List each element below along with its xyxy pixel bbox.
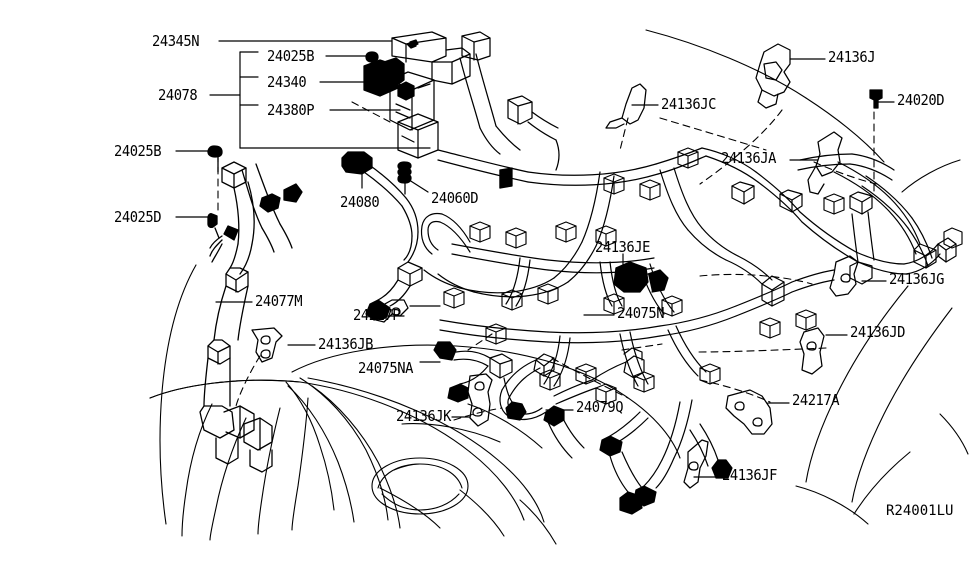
callout-label-24020D[interactable]: 24020D [897, 91, 945, 109]
fusebox-assembly [363, 31, 471, 159]
callout-label-24025D[interactable]: 24025D [114, 208, 162, 226]
vehicle-body-outline [149, 264, 681, 545]
callout-label-24075NA[interactable]: 24075NA [358, 359, 413, 377]
diagram-reference-code: R24001LU [886, 503, 954, 519]
main-harness-upper [437, 31, 707, 189]
callout-label-24080[interactable]: 24080 [340, 193, 380, 211]
callout-label-24077M[interactable]: 24077M [255, 292, 303, 310]
callout-label-24136JB[interactable]: 24136JB [318, 335, 373, 353]
callout-label-24079Q[interactable]: 24079Q [576, 398, 624, 416]
callout-label-24136JC[interactable]: 24136JC [661, 95, 716, 113]
harness-right-arcs [731, 153, 937, 285]
leader-lines [175, 40, 895, 478]
brackets [251, 43, 883, 489]
vehicle-body-right [645, 29, 969, 525]
callout-label-24136J[interactable]: 24136J [828, 48, 876, 66]
sub-harness-24079Q [499, 347, 645, 459]
callout-label-24136JE[interactable]: 24136JE [595, 238, 650, 256]
callout-label-24345N[interactable]: 24345N [152, 32, 200, 50]
sub-harness-24075NA [433, 341, 527, 421]
callout-label-24136JG[interactable]: 24136JG [889, 270, 944, 288]
callout-label-24025B-top[interactable]: 24025B [267, 47, 315, 65]
harness-connectors [443, 147, 963, 393]
callout-label-24136JD[interactable]: 24136JD [850, 323, 905, 341]
callout-label-24136JA[interactable]: 24136JA [721, 149, 776, 167]
callout-label-24217P[interactable]: 24217P [353, 306, 401, 324]
harness-lower-right [599, 269, 835, 515]
callout-label-24380P[interactable]: 24380P [267, 101, 315, 119]
callout-label-24075N[interactable]: 24075N [617, 304, 665, 322]
dashed-association-lines [217, 101, 877, 421]
callout-label-24136JK[interactable]: 24136JK [396, 407, 451, 425]
callout-label-24217A[interactable]: 24217A [792, 391, 840, 409]
battery-cables [199, 145, 303, 473]
callout-label-24060D[interactable]: 24060D [431, 189, 479, 207]
ground-cable-24080 [341, 151, 423, 321]
callout-label-24340[interactable]: 24340 [267, 73, 307, 91]
callout-label-24136JF[interactable]: 24136JF [722, 466, 777, 484]
callout-label-24025B-left[interactable]: 24025B [114, 142, 162, 160]
callout-label-24078[interactable]: 24078 [158, 86, 198, 104]
